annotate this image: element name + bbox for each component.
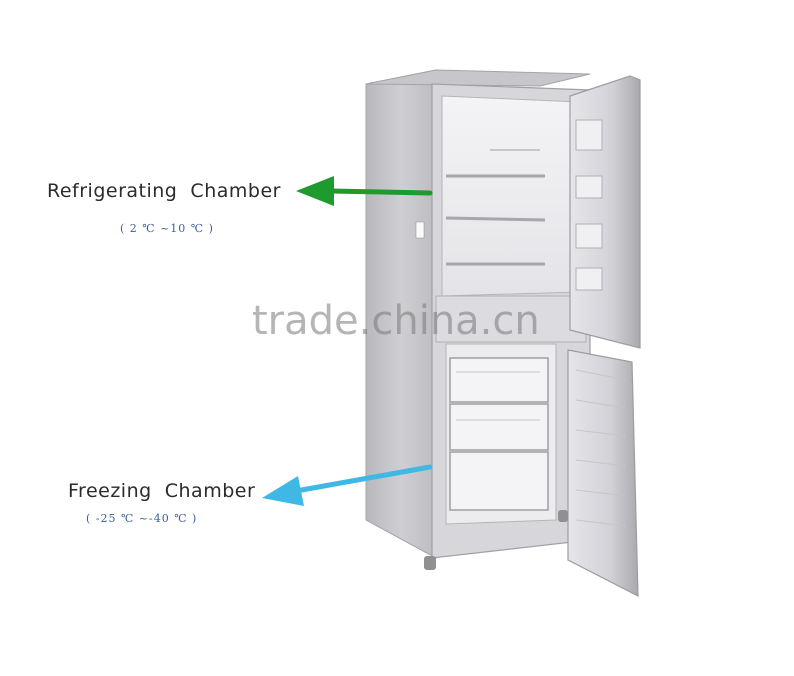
foot bbox=[424, 556, 436, 570]
refrigerating-temp-range: ( 2 ℃ ~10 ℃ ) bbox=[120, 222, 214, 235]
freezer-drawer bbox=[449, 357, 549, 403]
freezing-chamber-label: Freezing Chamber bbox=[68, 480, 256, 502]
energy-sticker bbox=[415, 221, 425, 239]
refrigerator-interior bbox=[441, 95, 581, 297]
freezer-door bbox=[567, 349, 639, 597]
foot bbox=[558, 510, 568, 522]
freezing-temp-range: ( -25 ℃ ~-40 ℃ ) bbox=[86, 512, 198, 525]
freezer-drawer bbox=[449, 403, 549, 451]
refrigerator-door bbox=[569, 75, 641, 349]
freezer-drawer bbox=[449, 451, 549, 511]
refrigerating-chamber-label: Refrigerating Chamber bbox=[47, 180, 281, 202]
cabinet-top bbox=[365, 69, 591, 87]
arrow-left-icon bbox=[262, 464, 433, 506]
arrow-left-icon bbox=[296, 176, 433, 206]
watermark-text: trade.china.cn bbox=[252, 298, 540, 344]
